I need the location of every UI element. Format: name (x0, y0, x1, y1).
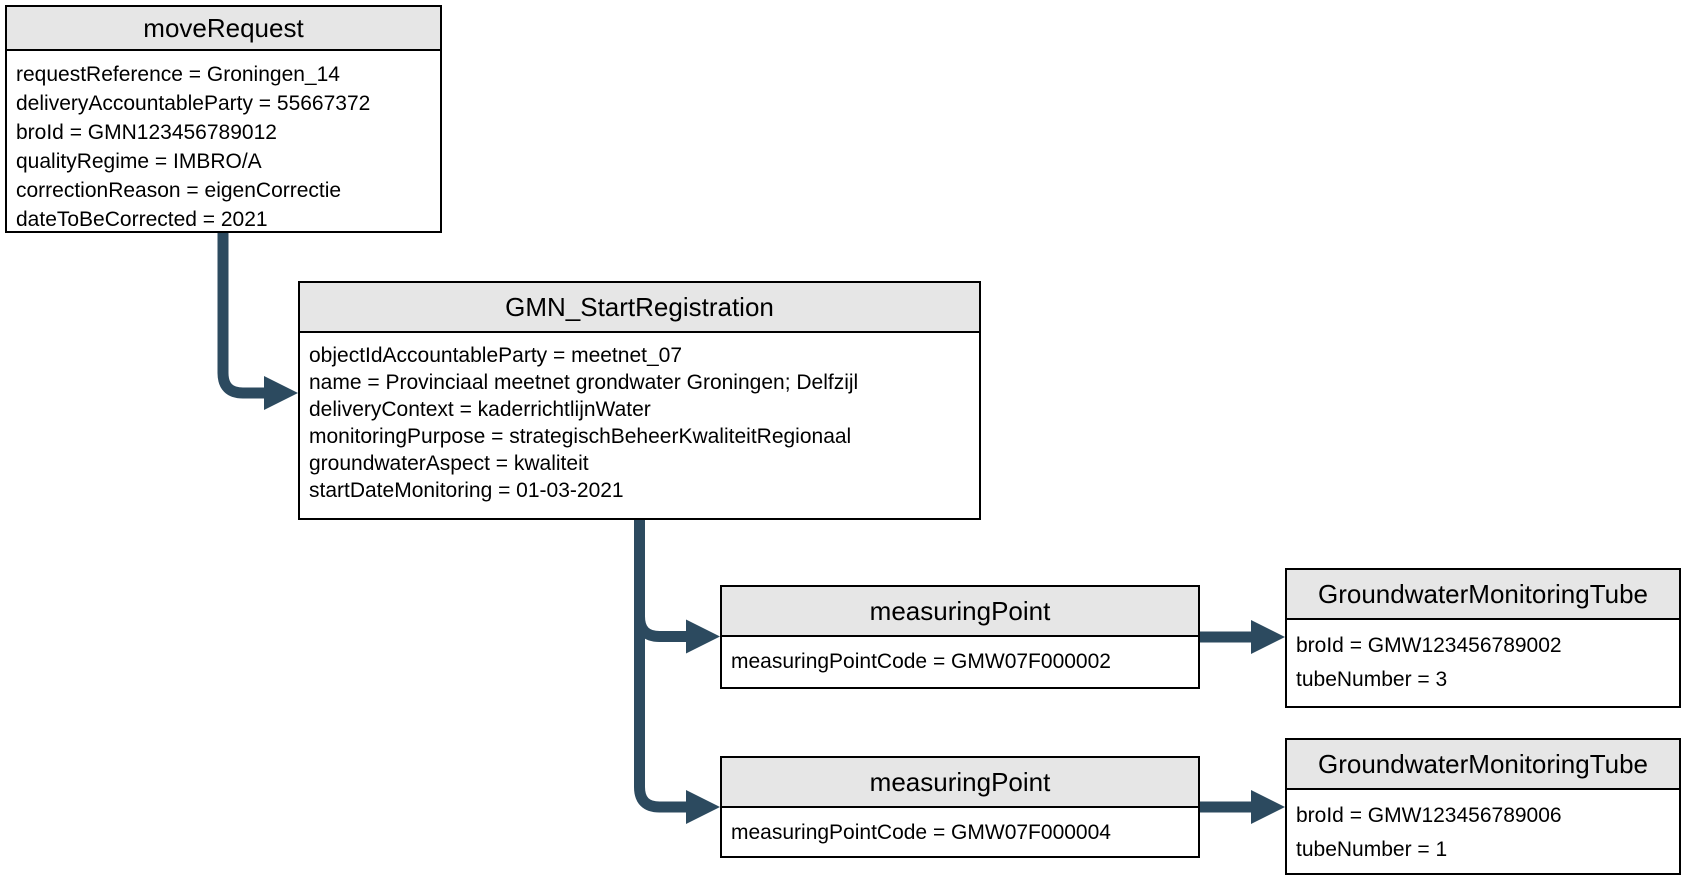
attribute-line: requestReference = Groningen_14 (16, 63, 340, 86)
node-header: GroundwaterMonitoringTube (1287, 570, 1679, 620)
connector-moverequest-to-gmn (217, 233, 298, 410)
node-title: GroundwaterMonitoringTube (1318, 578, 1648, 609)
node-measuringpoint-1: measuringPoint measuringPointCode = GMW0… (720, 585, 1200, 689)
attribute-line: deliveryContext = kaderrichtlijnWater (309, 398, 651, 421)
connector-gmn-to-measuringpoint-1 (634, 520, 720, 654)
node-body: broId = GMW123456789002 tubeNumber = 3 (1287, 620, 1679, 697)
node-header: GMN_StartRegistration (300, 283, 979, 333)
attribute-line: broId = GMN123456789012 (16, 121, 277, 144)
node-gmn-startregistration: GMN_StartRegistration objectIdAccountabl… (298, 281, 981, 520)
node-header: GroundwaterMonitoringTube (1287, 740, 1679, 790)
attribute-line: tubeNumber = 1 (1296, 838, 1448, 861)
node-moverequest: moveRequest requestReference = Groningen… (5, 5, 442, 233)
attribute-line: deliveryAccountableParty = 55667372 (16, 92, 371, 115)
node-measuringpoint-2: measuringPoint measuringPointCode = GMW0… (720, 756, 1200, 858)
attribute-line: correctionReason = eigenCorrectie (16, 179, 342, 202)
arrowhead-icon (1251, 620, 1285, 654)
connector-measuringpoint1-to-tube1 (1200, 620, 1285, 654)
attribute-line: broId = GMW123456789002 (1296, 634, 1562, 657)
node-body: measuringPointCode = GMW07F000002 (722, 637, 1198, 678)
attribute-line: tubeNumber = 3 (1296, 668, 1448, 691)
attribute-line: dateToBeCorrected = 2021 (16, 208, 268, 231)
node-body: broId = GMW123456789006 tubeNumber = 1 (1287, 790, 1679, 867)
arrowhead-icon (1251, 790, 1285, 824)
arrowhead-icon (264, 376, 298, 410)
node-groundwatermonitoringtube-2: GroundwaterMonitoringTube broId = GMW123… (1285, 738, 1681, 875)
node-title: GroundwaterMonitoringTube (1318, 748, 1648, 779)
attribute-line: startDateMonitoring = 01-03-2021 (309, 479, 624, 502)
node-header: measuringPoint (722, 587, 1198, 637)
attribute-line: measuringPointCode = GMW07F000002 (731, 650, 1111, 673)
node-title: measuringPoint (869, 595, 1051, 626)
attribute-line: broId = GMW123456789006 (1296, 804, 1562, 827)
attribute-line: groundwaterAspect = kwaliteit (309, 452, 589, 475)
node-header: measuringPoint (722, 758, 1198, 808)
node-title: moveRequest (143, 12, 304, 43)
connector-gmn-to-measuringpoint-2 (634, 520, 720, 824)
attribute-line: objectIdAccountableParty = meetnet_07 (309, 344, 682, 367)
node-body: measuringPointCode = GMW07F000004 (722, 808, 1198, 849)
node-title: GMN_StartRegistration (505, 291, 774, 322)
node-title: measuringPoint (869, 766, 1051, 797)
attribute-line: name = Provinciaal meetnet grondwater Gr… (309, 371, 859, 394)
node-body: requestReference = Groningen_14 delivery… (7, 51, 440, 234)
attribute-line: monitoringPurpose = strategischBeheerKwa… (309, 425, 852, 448)
node-body: objectIdAccountableParty = meetnet_07 na… (300, 333, 979, 504)
connector-measuringpoint2-to-tube2 (1200, 790, 1285, 824)
node-header: moveRequest (7, 7, 440, 51)
arrowhead-icon (686, 619, 720, 654)
attribute-line: qualityRegime = IMBRO/A (16, 150, 262, 173)
attribute-line: measuringPointCode = GMW07F000004 (731, 821, 1111, 844)
arrowhead-icon (686, 790, 720, 824)
node-groundwatermonitoringtube-1: GroundwaterMonitoringTube broId = GMW123… (1285, 568, 1681, 708)
